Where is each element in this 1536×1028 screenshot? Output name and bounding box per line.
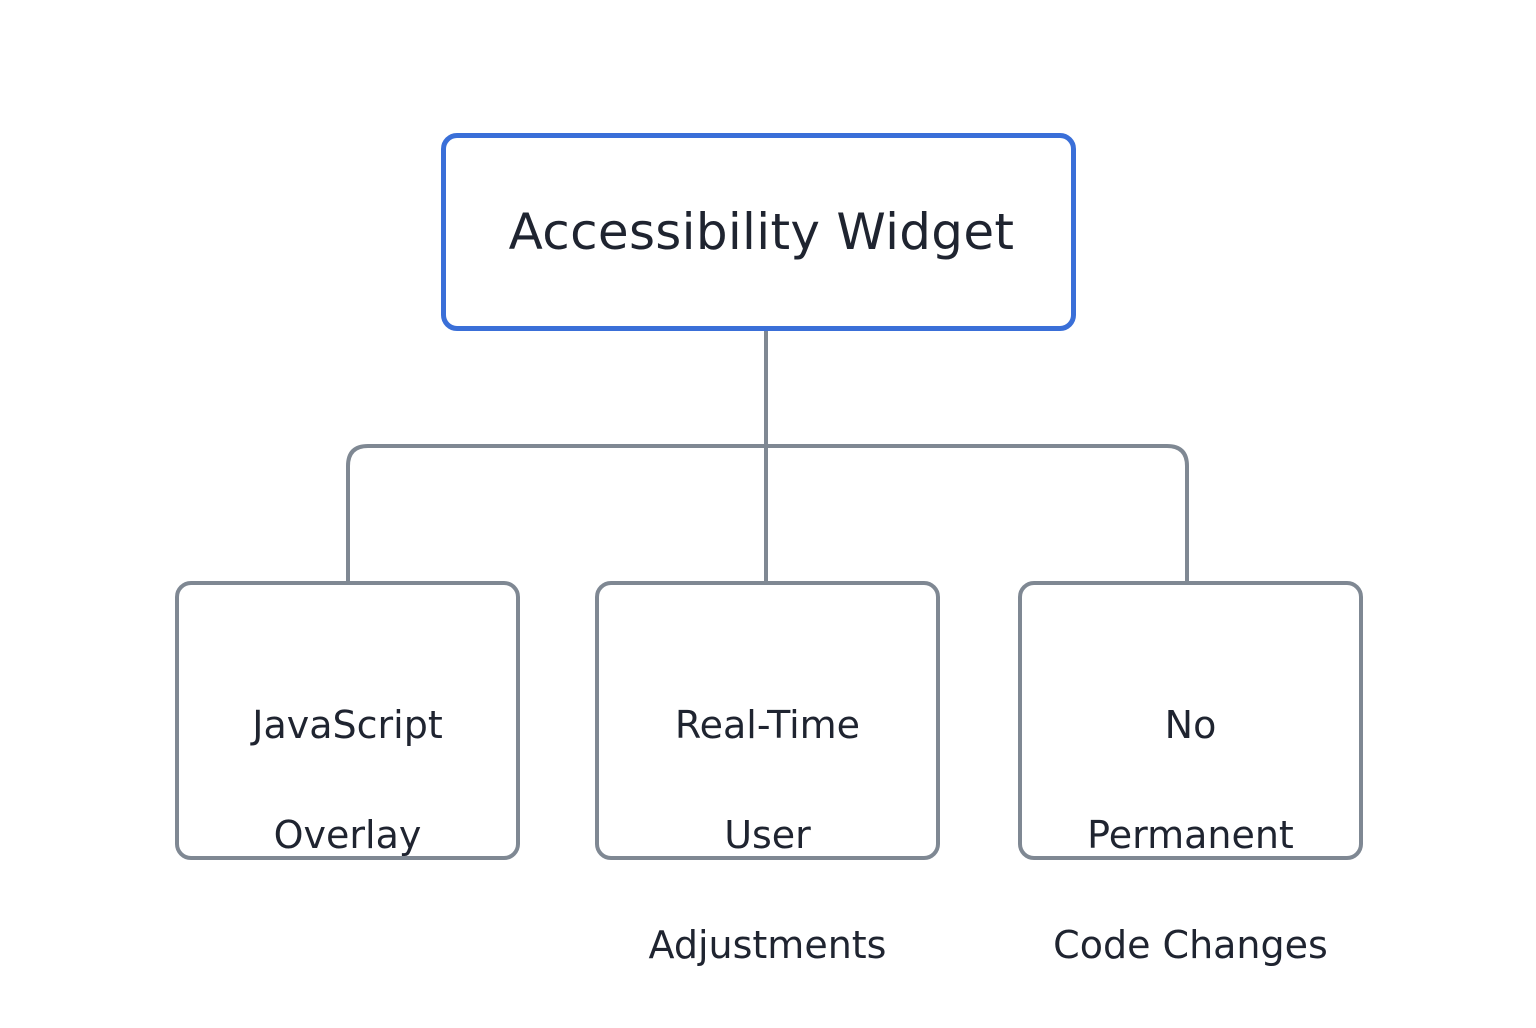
child-label-line: Overlay — [273, 813, 422, 857]
child-node-label: No Permanent Code Changes — [1053, 643, 1328, 1028]
child-node-label: Real-Time User Adjustments — [649, 643, 887, 1028]
child-node-real-time-user-adjustments: Real-Time User Adjustments — [595, 581, 940, 967]
connector-right-branch — [766, 444, 1189, 581]
root-node-label: Accessibility Widget — [508, 203, 1015, 261]
child-label-line: No — [1164, 703, 1217, 747]
child-label-line: Permanent — [1087, 813, 1294, 857]
child-label-line: Code Changes — [1053, 923, 1328, 967]
root-node-accessibility-widget: Accessibility Widget — [441, 133, 1076, 331]
child-label-line: Real-Time — [674, 703, 861, 747]
child-node-javascript-overlay: JavaScript Overlay — [175, 581, 520, 860]
child-node-no-permanent-code-changes: No Permanent Code Changes — [1018, 581, 1363, 967]
child-label-line: JavaScript — [252, 703, 443, 747]
child-node-label: JavaScript Overlay — [252, 643, 442, 918]
child-label-line: Adjustments — [648, 923, 887, 967]
connector-left-branch — [346, 444, 766, 581]
child-label-line: User — [724, 813, 811, 857]
